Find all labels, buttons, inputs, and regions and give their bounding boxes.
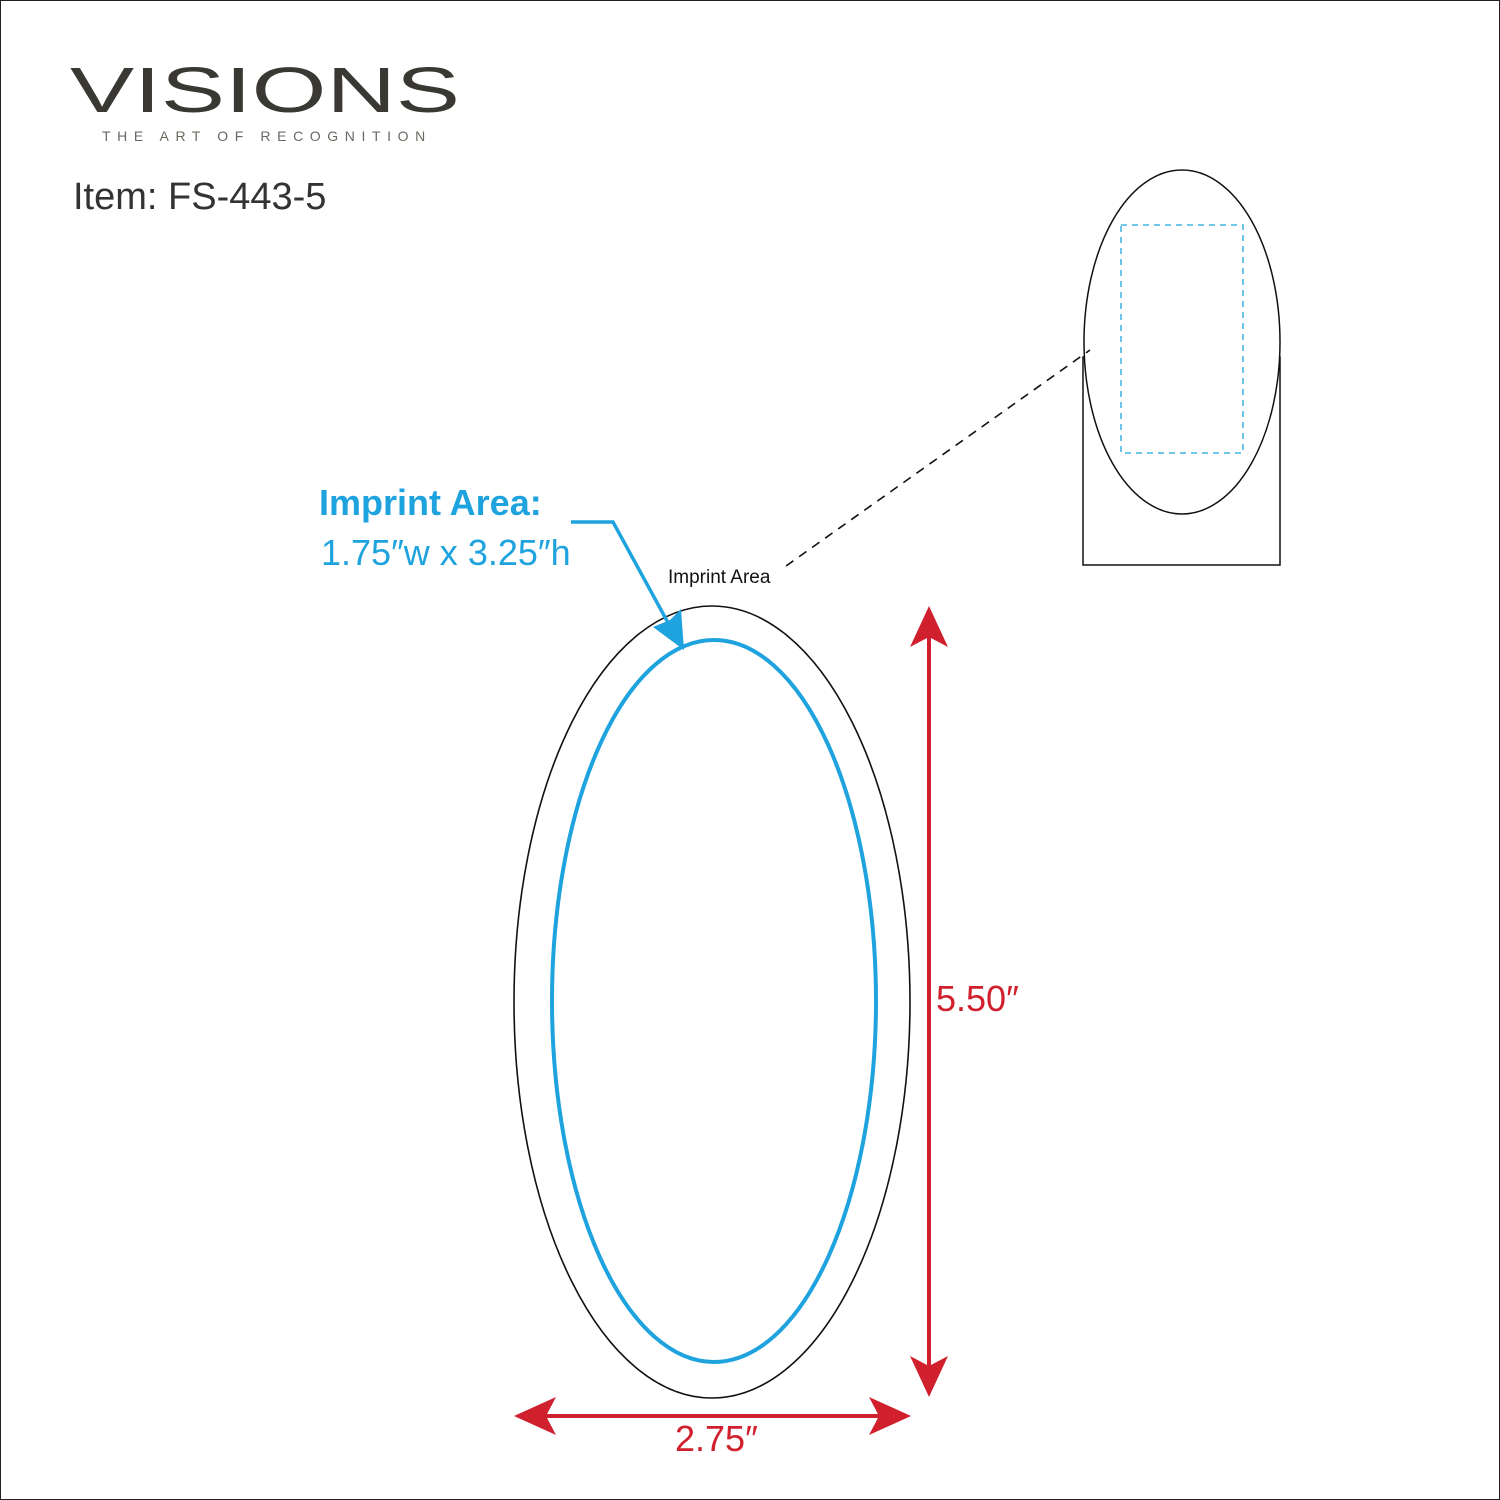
width-dimension-label: 2.75″	[675, 1418, 758, 1459]
brand-name: VISIONS	[70, 62, 460, 118]
brand-logo: VISIONS	[70, 62, 460, 118]
product-thumbnail	[1082, 169, 1281, 566]
leader-dashed-line	[785, 349, 1091, 567]
thumbnail-oval	[1083, 169, 1281, 515]
height-dimension-label: 5.50″	[936, 978, 1019, 1019]
thumbnail-imprint-area	[1120, 224, 1244, 454]
product-outline	[513, 605, 911, 1399]
callout-arrow	[571, 520, 684, 650]
imprint-callout-size: 1.75″w x 3.25″h	[321, 532, 571, 573]
imprint-area-label: Imprint Area	[668, 567, 771, 588]
item-number: Item: FS-443-5	[73, 176, 327, 218]
imprint-callout: Imprint Area: 1.75″w x 3.25″h	[319, 478, 571, 578]
height-dimension-arrow	[910, 606, 948, 1397]
imprint-callout-title: Imprint Area:	[319, 482, 542, 523]
imprint-area-outline	[550, 638, 878, 1364]
width-dimension-arrow	[514, 1397, 911, 1435]
brand-tagline: THE ART OF RECOGNITION	[102, 128, 432, 144]
